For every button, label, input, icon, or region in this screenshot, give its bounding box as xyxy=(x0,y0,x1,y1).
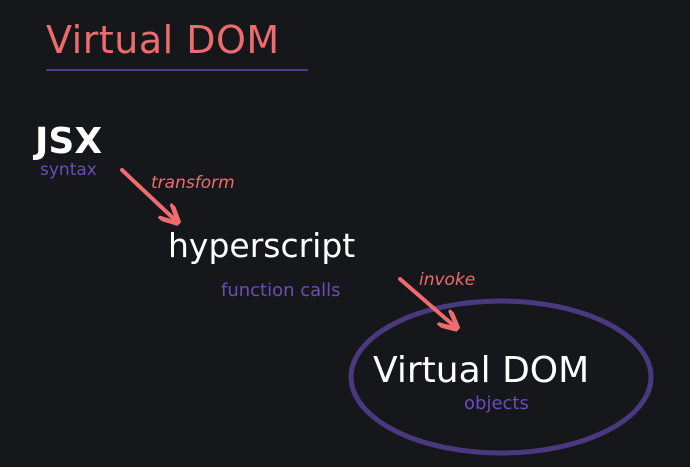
slide-title: Virtual DOM xyxy=(46,18,280,62)
invoke-arrow xyxy=(398,277,453,325)
invoke-label: invoke xyxy=(419,270,476,290)
transform-arrow xyxy=(120,168,174,219)
transform-label: transform xyxy=(151,173,235,193)
title-underline xyxy=(46,69,308,71)
step-jsx-label: JSX xyxy=(35,121,103,162)
step-virtual-dom-label: Virtual DOM xyxy=(373,350,590,391)
step-hyperscript-label: hyperscript xyxy=(168,226,356,265)
step-hyperscript-sublabel: function calls xyxy=(221,280,341,301)
step-jsx-sublabel: syntax xyxy=(40,160,97,180)
highlight-ellipse xyxy=(348,298,654,456)
step-virtual-dom-sublabel: objects xyxy=(464,393,529,414)
